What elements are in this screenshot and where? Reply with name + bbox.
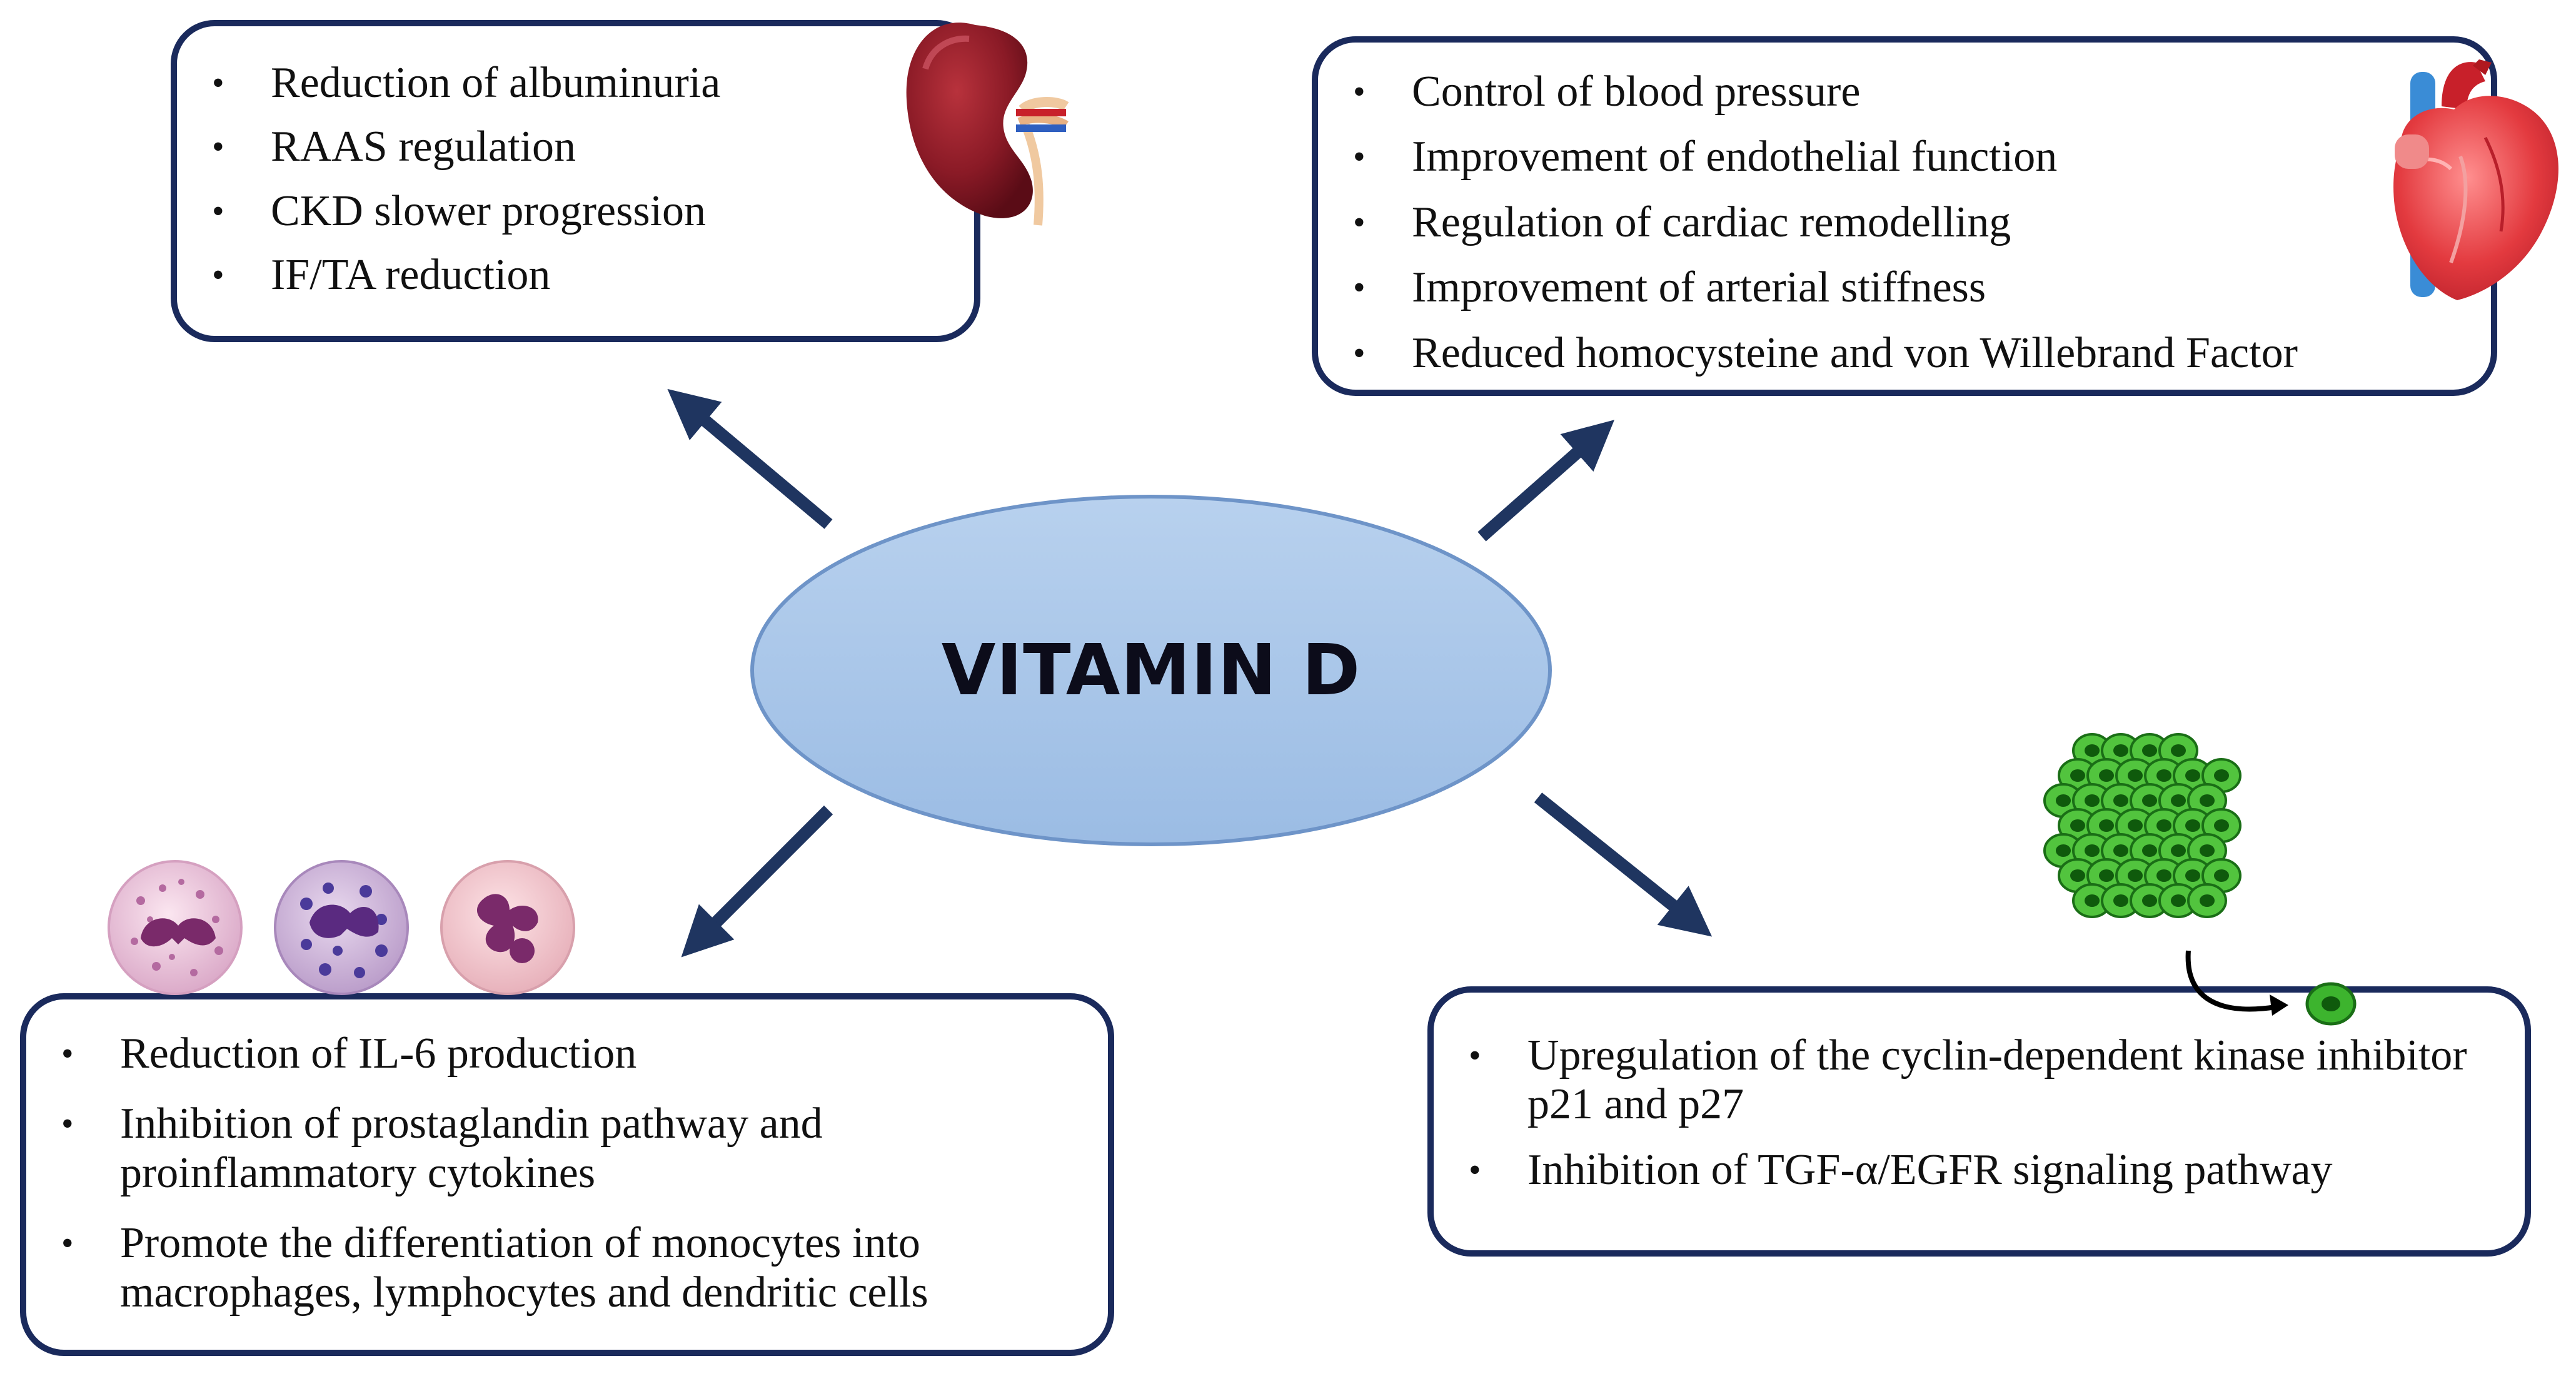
vitamin-d-title: VITAMIN D [941,630,1361,711]
list-item: Improvement of endothelial function [1318,133,2491,182]
arrow-to-cell [1534,792,1713,937]
vitamin-d-ellipse [750,495,1552,846]
list-item: Inhibition of TGF-α/EGFR signaling pathw… [1434,1146,2525,1195]
immune-effects-list: Reduction of IL-6 production Inhibition … [26,999,1108,1317]
list-item: Reduction of IL-6 production [26,1029,1108,1079]
list-item: Inhibition of prostaglandin pathway and … [26,1100,1108,1198]
list-item: Promote the differentiation of monocytes… [26,1219,1108,1317]
immune-effects-box: Reduction of IL-6 production Inhibition … [20,993,1114,1356]
list-item: Regulation of cardiac remodelling [1318,198,2491,248]
list-item: Upregulation of the cyclin-dependent kin… [1434,1031,2525,1130]
cell-effects-box: Upregulation of the cyclin-dependent kin… [1427,986,2531,1257]
list-item: IF/TA reduction [177,251,974,300]
heart-effects-box: Control of blood pressure Improvement of… [1312,36,2497,396]
list-item: Reduction of albuminuria [177,59,974,108]
list-item: Control of blood pressure [1318,68,2491,117]
list-item: RAAS regulation [177,123,974,172]
detached-cell-icon [2185,950,2357,1026]
kidney-icon [906,23,1069,226]
cell-effects-list: Upregulation of the cyclin-dependent kin… [1434,993,2525,1195]
list-item: Improvement of arterial stiffness [1318,263,2491,313]
heart-effects-list: Control of blood pressure Improvement of… [1318,43,2491,378]
arrow-to-kidney [667,388,833,529]
list-item: CKD slower progression [177,187,974,236]
kidney-effects-list: Reduction of albuminuria RAAS regulation… [177,26,974,300]
cell-cluster-icon [2043,733,2241,918]
heart-icon [2393,59,2558,300]
white-blood-cells-icon [108,860,575,995]
arrow-to-heart [1477,420,1615,542]
list-item: Reduced homocysteine and von Willebrand … [1318,329,2491,378]
arrow-to-immune [681,805,833,958]
